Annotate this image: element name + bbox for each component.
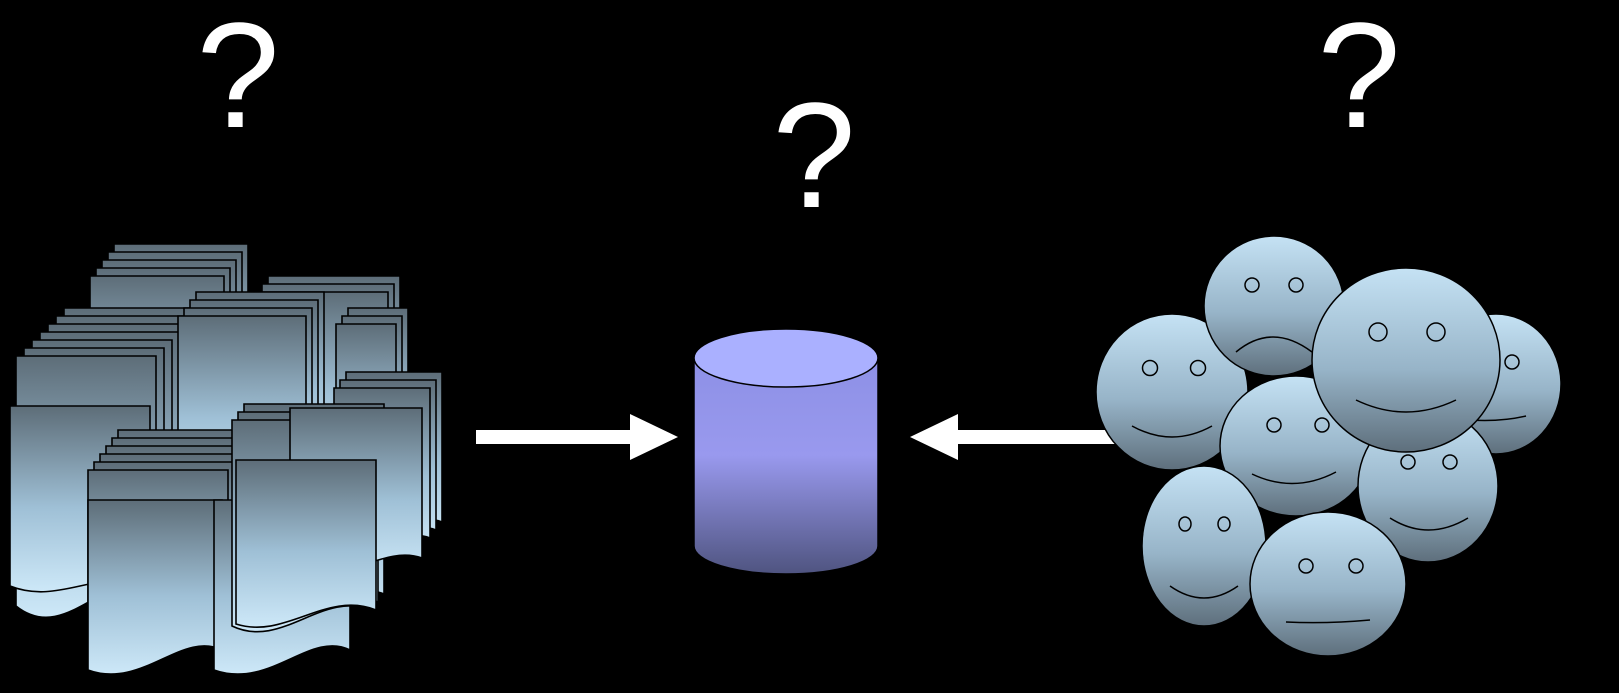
arrow-right-icon [476, 414, 678, 460]
document-stack-right [231, 371, 443, 633]
face-happy-lower-left [1141, 465, 1267, 627]
face-happy-big [1311, 267, 1501, 453]
database-question-mark: ? [772, 71, 856, 239]
face-neutral-bottom [1249, 511, 1407, 657]
arrow-left-icon [910, 414, 1118, 460]
smiley-faces-group-icon [1095, 235, 1562, 657]
database-cylinder-icon [693, 328, 879, 575]
documents-question-mark: ? [196, 0, 280, 159]
people-question-mark: ? [1317, 0, 1401, 159]
document-stack-icon [9, 243, 443, 675]
